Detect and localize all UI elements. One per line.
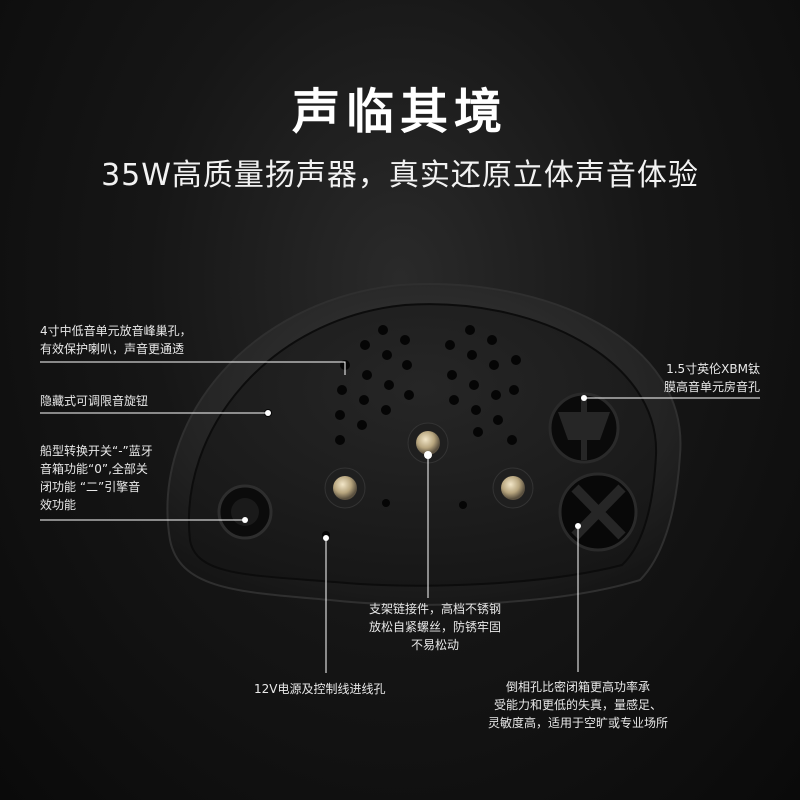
- callout-woofer-holes: 4寸中低音单元放音峰巢孔， 有效保护喇叭，声音更通透: [40, 324, 192, 356]
- callout-switch: 船型转换开关“-”蓝牙 音箱功能“0”,全部关 闭功能 “二”引擎音 效功能: [40, 444, 153, 512]
- callout-lines: [40, 361, 760, 673]
- woofer-hole-grid-right: [445, 325, 521, 445]
- callout-tweeter: 1.5寸英伦XBM钛 膜高音单元房音孔: [663, 362, 760, 394]
- callout-bracket: 支架链接件，高档不锈钢 放松自紧螺丝，防锈牢固 不易松动: [368, 602, 501, 652]
- bass-port: [558, 472, 638, 552]
- page-subtitle: 35W高质量扬声器，真实还原立体声音体验: [101, 158, 699, 193]
- rocker-switch: [217, 484, 273, 540]
- callout-port: 倒相孔比密闭箱更高功率承 受能力和更低的失真，量感足、 灵敏度高，适用于空旷或专…: [487, 680, 668, 730]
- bracket-bolts: [324, 422, 534, 509]
- woofer-hole-grid-left: [335, 325, 414, 445]
- callout-power: 12V电源及控制线进线孔: [254, 682, 386, 696]
- callout-volume-knob: 隐藏式可调限音旋钮: [40, 394, 149, 408]
- page-title: 声临其境: [291, 84, 508, 140]
- tweeter-grille: [548, 392, 620, 464]
